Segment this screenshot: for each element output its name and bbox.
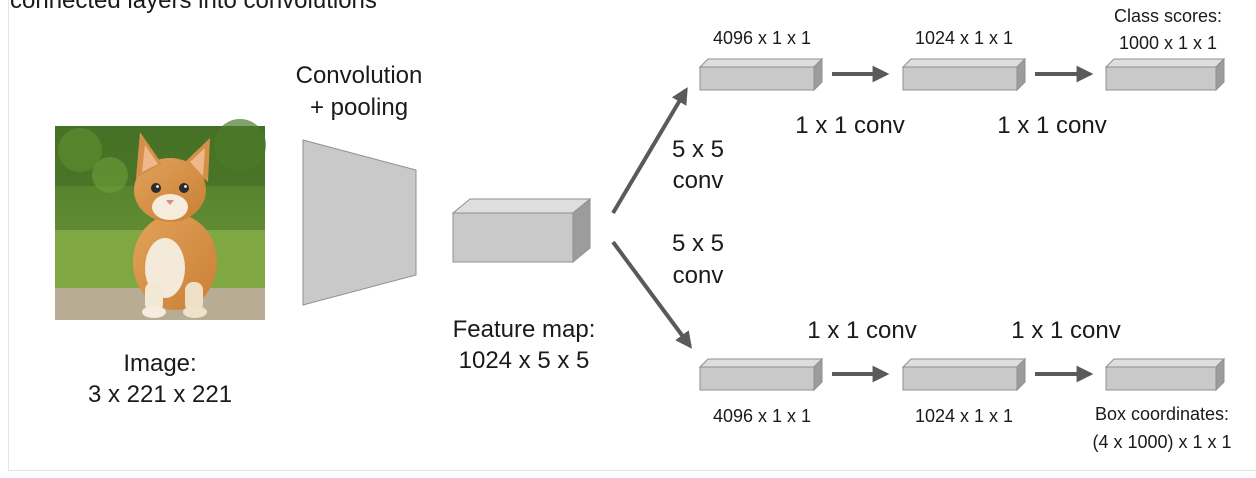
frame-border-left <box>8 0 9 471</box>
top-output-label-line2: 1000 x 1 x 1 <box>1118 33 1218 53</box>
feature-map-label-line2: 1024 x 5 x 5 <box>458 347 590 374</box>
bottom-branch-conv-label-line1: 5 x 5 <box>671 230 725 257</box>
bottom-output-label-line1: Box coordinates: <box>1094 404 1230 424</box>
top-conv2-label: 1 x 1 conv <box>997 112 1107 139</box>
heading-fragment: connected layers into convolutions <box>10 0 377 14</box>
bottom-conv1-label: 1 x 1 conv <box>807 317 917 344</box>
feature-map-label-line1: Feature map: <box>452 316 596 343</box>
top-layer1-label: 4096 x 1 x 1 <box>712 28 812 48</box>
arrow-to-bottom-branch <box>611 240 692 349</box>
bottom-branch-conv-label-line2: conv <box>672 262 724 289</box>
image-label-line1: Image: <box>123 350 197 377</box>
bottom-layer1-label: 4096 x 1 x 1 <box>712 406 812 426</box>
top-layer2-block <box>901 57 1027 92</box>
top-output-block <box>1104 57 1226 92</box>
top-branch-conv-label-line2: conv <box>672 167 724 194</box>
bottom-output-label-line2: (4 x 1000) x 1 x 1 <box>1092 432 1232 452</box>
feature-map-block <box>451 197 592 264</box>
top-branch-conv-label-line1: 5 x 5 <box>671 136 725 163</box>
conv-pool-label-line1: Convolution <box>295 62 423 89</box>
top-conv1-label: 1 x 1 conv <box>795 112 905 139</box>
conv-pool-block <box>302 139 417 306</box>
top-layer1-block <box>698 57 824 92</box>
kitten-photo <box>55 119 266 320</box>
bottom-layer1-block <box>698 357 824 392</box>
bottom-layer2-label: 1024 x 1 x 1 <box>914 406 1014 426</box>
frame-border-bottom <box>8 470 1256 471</box>
top-layer2-label: 1024 x 1 x 1 <box>914 28 1014 48</box>
bottom-conv2-label: 1 x 1 conv <box>1011 317 1121 344</box>
image-label-line2: 3 x 221 x 221 <box>87 381 233 408</box>
arrow-to-top-branch <box>611 87 688 215</box>
top-output-label-line1: Class scores: <box>1113 6 1223 26</box>
conv-pool-label-line2: + pooling <box>309 94 409 121</box>
bottom-layer2-block <box>901 357 1027 392</box>
bottom-output-block <box>1104 357 1226 392</box>
